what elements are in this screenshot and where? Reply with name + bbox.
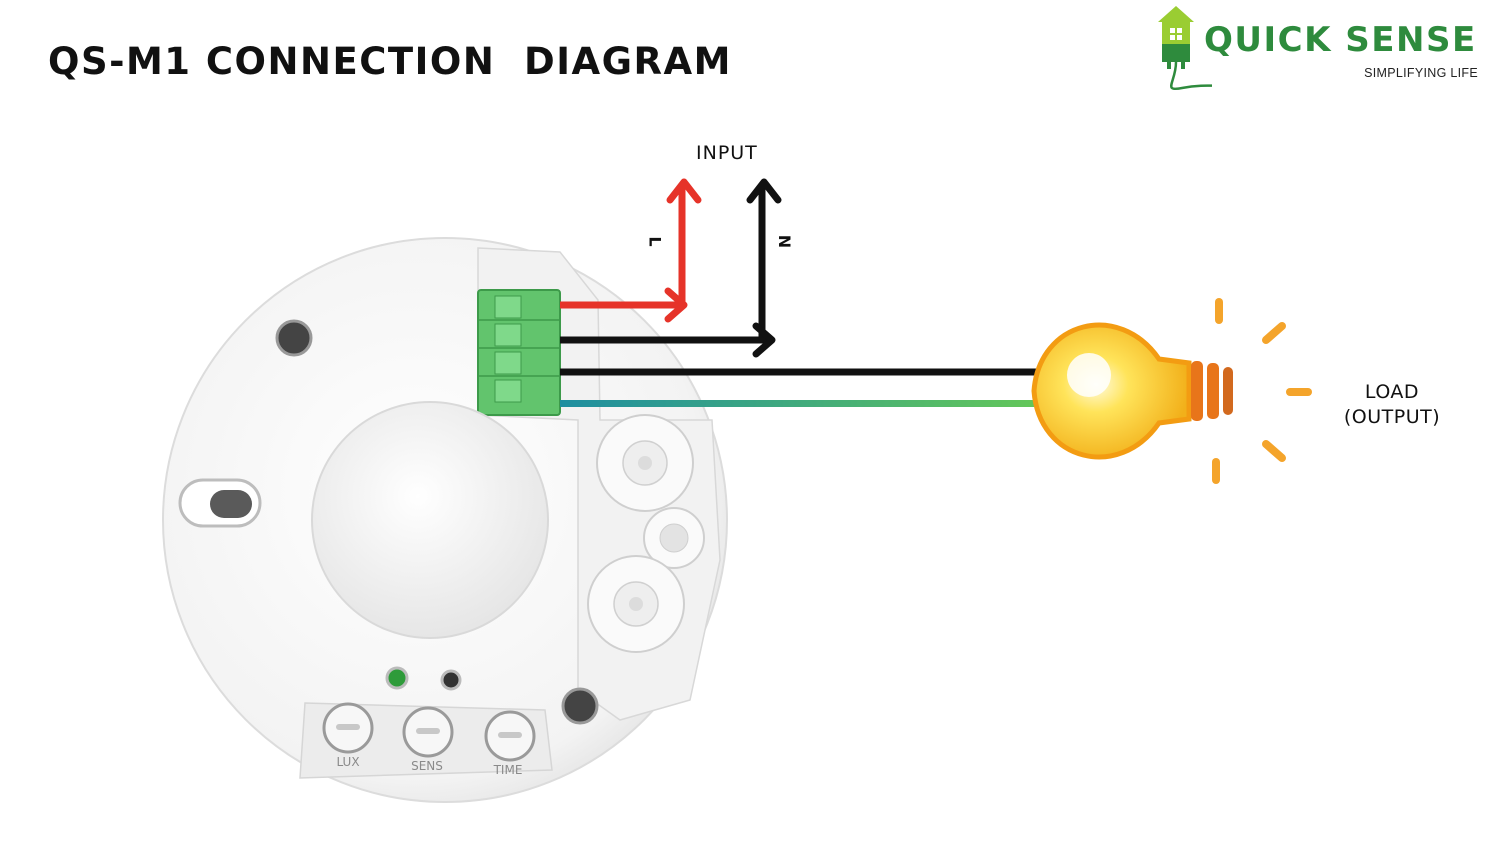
load-label-sub: (OUTPUT) [1343,406,1441,428]
knob-label-sens: SENS [411,759,443,773]
wire-live [560,178,702,323]
time-knob[interactable] [484,710,536,762]
light-bulb-icon [1031,322,1233,460]
knob-label-lux: LUX [336,755,359,769]
cable-gland [643,507,705,569]
live-wire-label: L [645,236,665,247]
screw-hole [275,319,313,357]
screw-hole [561,687,599,725]
input-label: INPUT [696,142,758,164]
cable-gland [587,555,685,653]
load-output-label: LOAD (OUTPUT) [1328,380,1456,430]
page-title: QS-M1 CONNECTION DIAGRAM [48,40,732,83]
neutral-wire-label: N [775,234,795,249]
sens-knob[interactable] [402,706,454,758]
led-green [385,666,409,690]
knob-label-time: TIME [493,763,523,777]
terminal-block [477,289,561,416]
brand-logo: QUICK SENSE SIMPLIFYING LIFE [1152,2,1492,98]
house-plug-icon [1158,6,1212,91]
cable-gland [596,414,694,512]
light-rays [1212,298,1312,484]
sensor-dome [311,401,549,639]
brand-tagline: SIMPLIFYING LIFE [1364,66,1478,80]
motion-sensor: LUX SENS TIME [162,237,728,803]
brand-name: QUICK SENSE [1204,20,1477,60]
lux-knob[interactable] [322,702,374,754]
wire-neutral [560,178,782,358]
led-dark [440,669,462,691]
load-label-main: LOAD [1364,381,1420,403]
